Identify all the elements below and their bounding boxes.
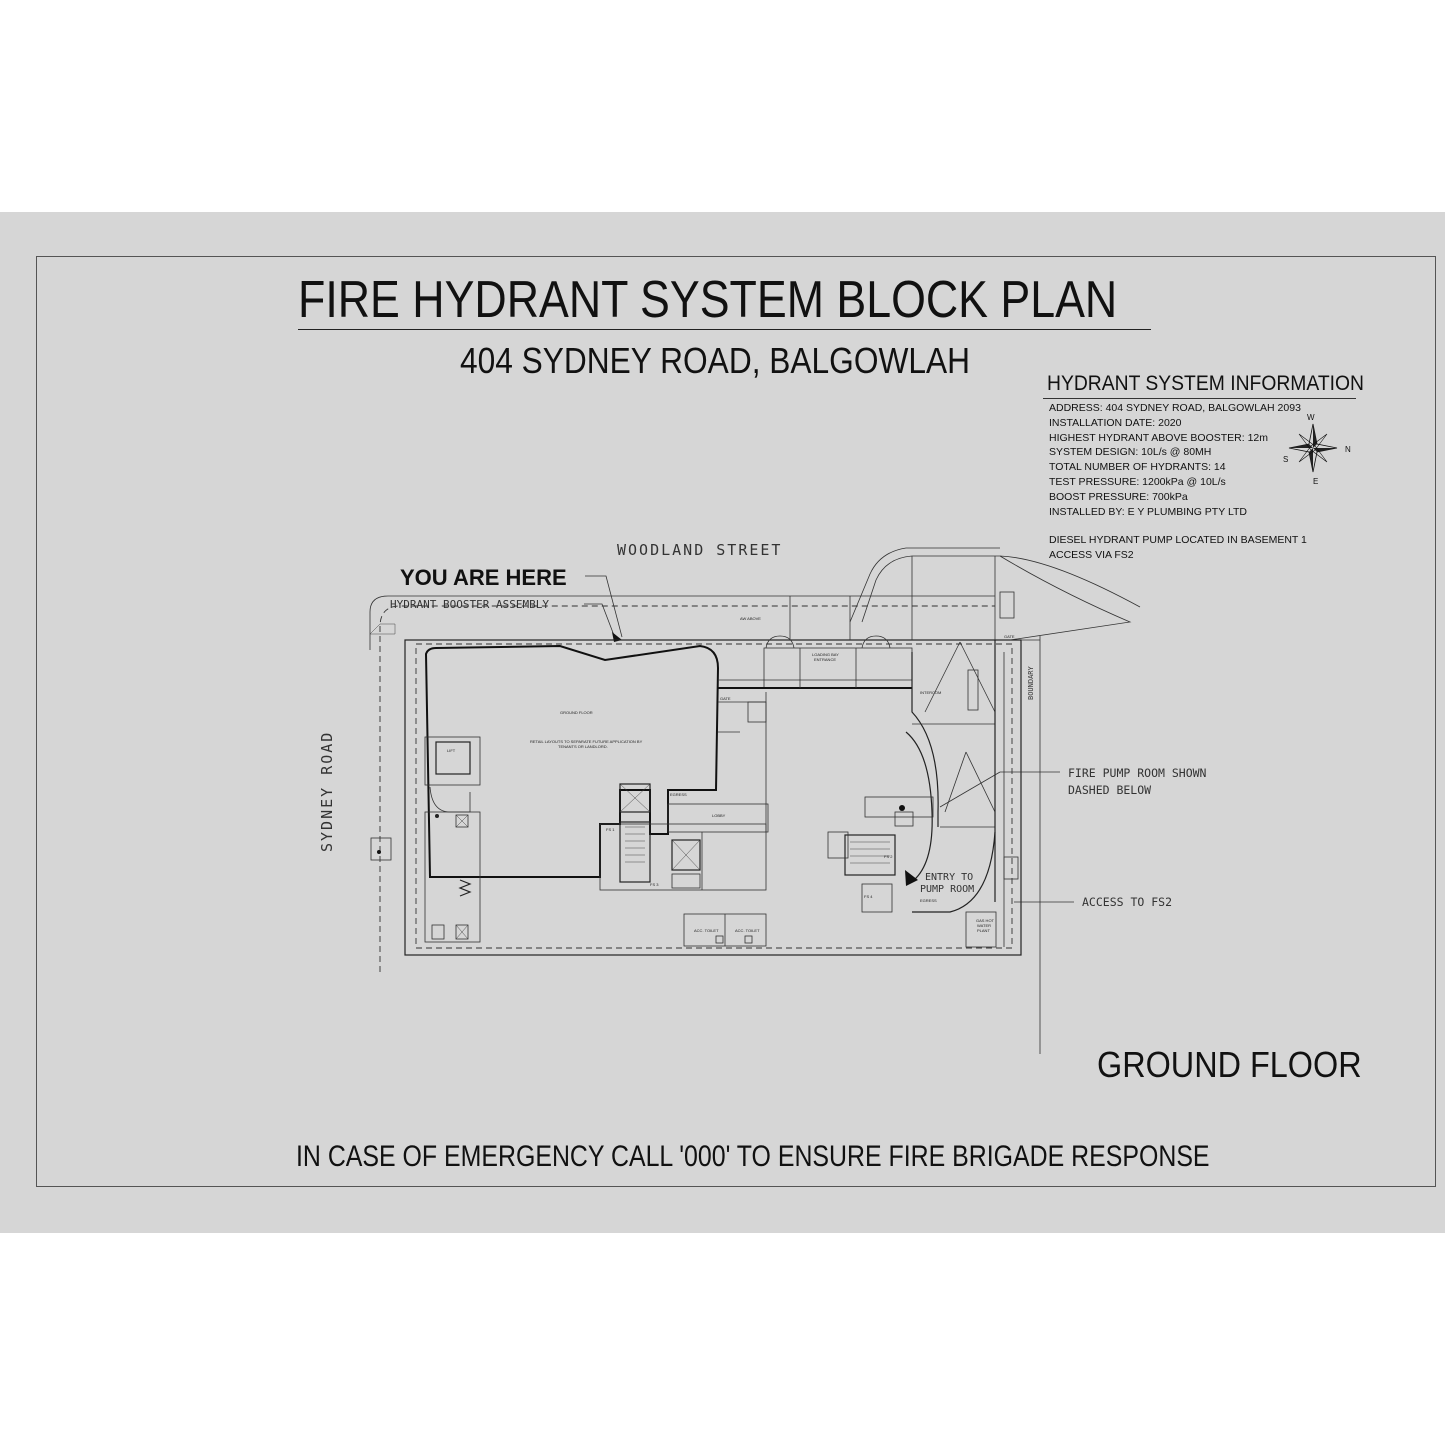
lift-shaft-left — [435, 741, 471, 775]
egress-label-1: EGRESS — [670, 792, 687, 797]
compass-north: N — [1345, 445, 1351, 454]
pump-room-label-line1: FIRE PUMP ROOM SHOWN — [1068, 766, 1207, 780]
entrance-label: ENTRANCE — [814, 657, 836, 662]
compass-east: E — [1313, 477, 1318, 486]
svg-text:GAS HOT: GAS HOT — [976, 918, 995, 923]
note-pump-location: DIESEL HYDRANT PUMP LOCATED IN BASEMENT … — [1049, 534, 1307, 546]
retail-note-line1: RETAIL LAYOUTS TO SEPARATE FUTURE APPLIC… — [530, 739, 643, 744]
info-test-pressure: TEST PRESSURE: 1200kPa @ 10L/s — [1049, 475, 1226, 488]
pump-symbol — [899, 805, 905, 811]
loading-bay-label: LOADING BAY — [812, 652, 839, 657]
site-address: 404 SYDNEY ROAD, BALGOWLAH — [460, 340, 971, 381]
hydrant-pillar — [370, 837, 392, 861]
svg-text:ACC. TOILET: ACC. TOILET — [735, 928, 760, 933]
svg-text:FS 3: FS 3 — [650, 882, 659, 887]
svg-text:PLANT: PLANT — [977, 928, 990, 933]
booster-leader — [584, 603, 616, 639]
svg-text:FS 2: FS 2 — [884, 854, 893, 859]
pump-room-leader — [939, 771, 1001, 808]
info-hydrant-count: TOTAL NUMBER OF HYDRANTS: 14 — [1049, 461, 1226, 474]
floor-plan-drawing: WOODLAND STREET SYDNEY ROAD YOU ARE HERE… — [318, 413, 1351, 1054]
access-fs2-label: ACCESS TO FS2 — [1082, 895, 1172, 909]
emergency-notice: IN CASE OF EMERGENCY CALL '000' TO ENSUR… — [296, 1140, 1210, 1173]
block-plan-board: FIRE HYDRANT SYSTEM BLOCK PLAN 404 SYDNE… — [0, 212, 1445, 1233]
ground-floor-small-label: GROUND FLOOR — [560, 710, 593, 715]
kerb-line-dashed — [379, 605, 995, 972]
compass-rose: N S E W — [1283, 413, 1351, 486]
retail-floor-outline — [424, 644, 720, 878]
ramp-edge-inner — [905, 731, 933, 881]
fire-stair-2 — [844, 834, 896, 876]
pump-notes: DIESEL HYDRANT PUMP LOCATED IN BASEMENT … — [1049, 533, 1307, 562]
svg-text:FS 1: FS 1 — [606, 827, 615, 832]
ramp-edge-outer — [911, 652, 939, 827]
kerb-line-outer — [369, 595, 995, 650]
booster-label: HYDRANT BOOSTER ASSEMBLY — [390, 598, 549, 611]
compass-south: S — [1283, 455, 1288, 464]
svg-text:FS 4: FS 4 — [864, 894, 873, 899]
aw-above-label: AW ABOVE — [740, 616, 761, 621]
svg-text:INTERCOM: INTERCOM — [920, 690, 941, 695]
drawing-frame — [36, 256, 1436, 1187]
svg-text:WATER: WATER — [977, 923, 991, 928]
pump-room-label-line2: DASHED BELOW — [1068, 783, 1151, 797]
hydrant-box-core — [619, 783, 651, 813]
info-highest-hydrant: HIGHEST HYDRANT ABOVE BOOSTER: 12m — [1049, 431, 1268, 444]
compass-west: W — [1307, 413, 1315, 422]
you-are-here-leader — [585, 575, 623, 638]
svg-text:LIFT: LIFT — [447, 748, 456, 753]
info-address: ADDRESS: 404 SYDNEY ROAD, BALGOWLAH 2093 — [1049, 402, 1301, 414]
entry-label-line1: ENTRY TO — [925, 872, 973, 883]
info-heading: HYDRANT SYSTEM INFORMATION — [1047, 372, 1365, 395]
you-are-here-label: YOU ARE HERE — [400, 565, 567, 590]
info-heading-underline — [1043, 398, 1356, 399]
plan-title: FIRE HYDRANT SYSTEM BLOCK PLAN — [298, 271, 1118, 329]
info-installer: INSTALLED BY: E Y PLUMBING PTY LTD — [1049, 505, 1248, 518]
svg-text:ACC. TOILET: ACC. TOILET — [694, 928, 719, 933]
lobby-label: LOBBY — [712, 813, 726, 818]
svg-text:GATE: GATE — [720, 696, 731, 701]
floor-label: GROUND FLOOR — [1097, 1044, 1362, 1085]
info-installation-date: INSTALLATION DATE: 2020 — [1049, 416, 1182, 429]
boundary-label: BOUNDARY — [1027, 665, 1035, 700]
site-boundary — [404, 639, 1022, 956]
lift-shaft-core — [671, 839, 701, 871]
street-label-sydney: SYDNEY ROAD — [318, 731, 336, 852]
note-pump-access: ACCESS VIA FS2 — [1049, 548, 1134, 561]
title-underline — [298, 329, 1151, 330]
pump-room-entry-arrow — [905, 870, 918, 886]
retail-note-line2: TENANTS OR LANDLORD. — [558, 744, 608, 749]
svg-text:GATE: GATE — [1004, 634, 1015, 639]
hydrant-info-list: ADDRESS: 404 SYDNEY ROAD, BALGOWLAH 2093… — [1049, 401, 1301, 519]
gas-hot-water-plant — [965, 911, 997, 948]
egress-label-2: EGRESS — [920, 898, 937, 903]
meter-symbol — [458, 879, 472, 897]
info-system-design: SYSTEM DESIGN: 10L/s @ 80MH — [1049, 446, 1212, 459]
fire-stair-1 — [619, 821, 651, 883]
street-label-woodland: WOODLAND STREET — [617, 541, 782, 559]
entry-label-line2: PUMP ROOM — [920, 884, 974, 895]
info-boost-pressure: BOOST PRESSURE: 700kPa — [1049, 490, 1188, 503]
